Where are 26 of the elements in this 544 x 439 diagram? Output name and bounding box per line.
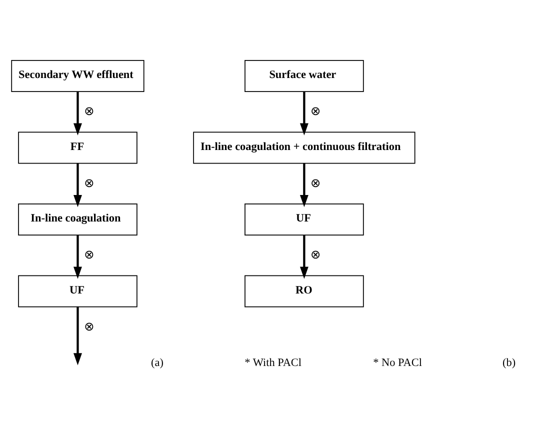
label: * No PACl xyxy=(373,356,422,369)
edge-label: ⊗ xyxy=(310,104,321,118)
node-box: UF xyxy=(244,204,364,236)
node-box: Secondary WW effluent xyxy=(11,60,144,92)
arrow xyxy=(300,235,308,279)
arrow xyxy=(300,163,308,208)
edge-label: ⊗ xyxy=(310,176,321,190)
label: * With PACl xyxy=(244,356,302,369)
edge-label: ⊗ xyxy=(84,248,94,262)
label: (b) xyxy=(502,356,516,369)
node-box: Surface water xyxy=(244,60,364,92)
edge-label: ⊗ xyxy=(84,176,94,190)
edge-label: ⊗ xyxy=(84,104,94,118)
arrow xyxy=(300,92,308,136)
node-box: In-line coagulation xyxy=(18,204,138,236)
label: (a) xyxy=(151,356,164,369)
edge-label: ⊗ xyxy=(84,319,94,334)
arrow xyxy=(73,92,82,136)
edge-label: ⊗ xyxy=(310,248,321,262)
arrow xyxy=(73,306,82,366)
arrow xyxy=(73,235,82,279)
arrow xyxy=(73,163,82,208)
node-box: In-line coagulation + continuous filtration xyxy=(193,132,416,164)
node-box: FF xyxy=(18,132,138,164)
node-box: UF xyxy=(18,275,138,308)
node-box: RO xyxy=(244,275,364,308)
